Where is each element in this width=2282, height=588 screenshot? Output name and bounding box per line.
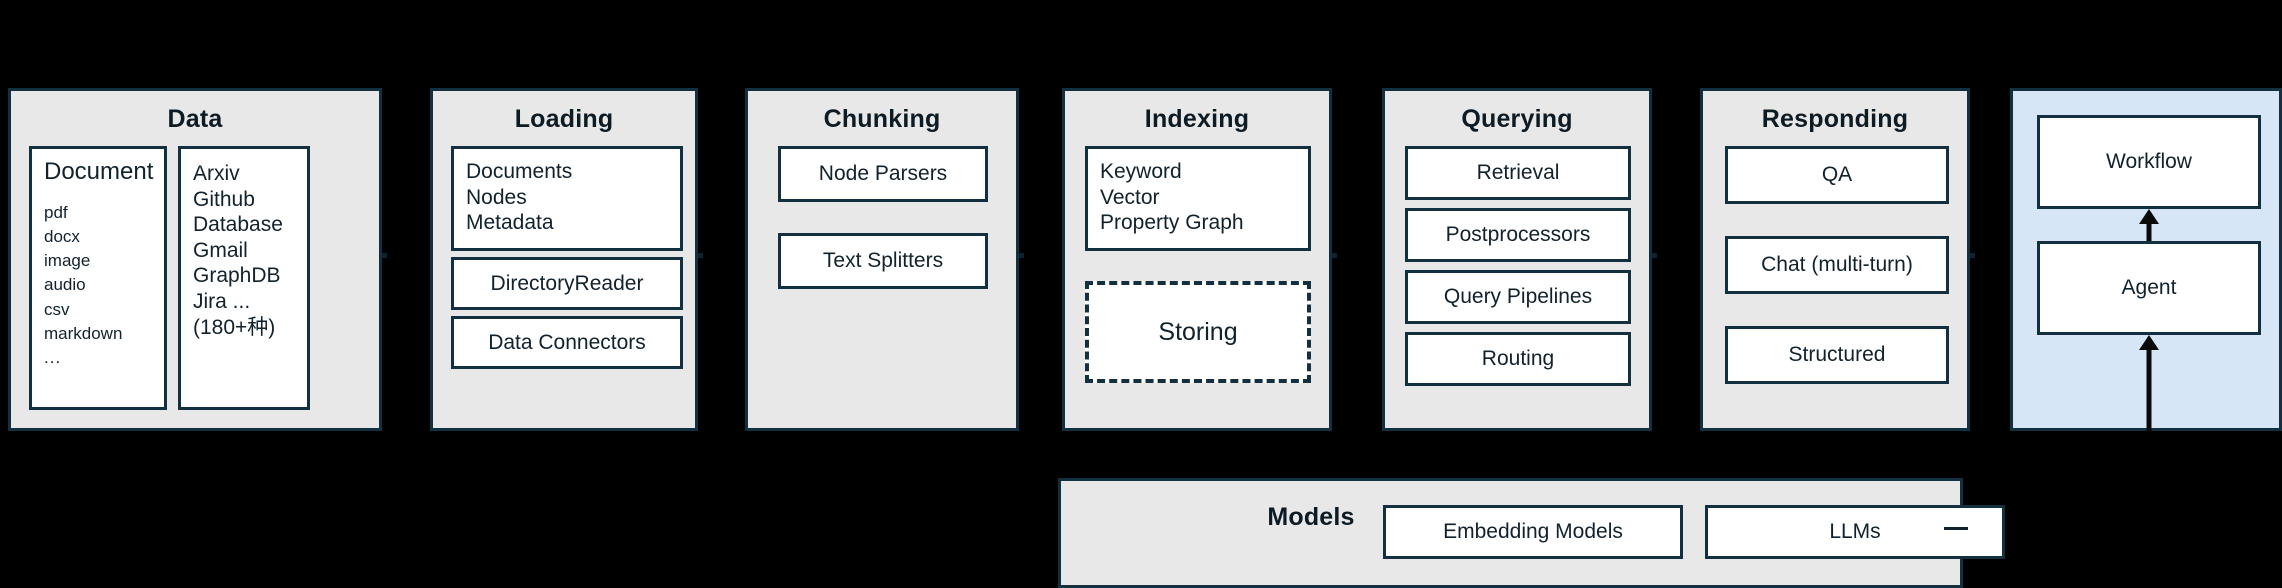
box-query-pipelines-label: Query Pipelines <box>1443 285 1593 308</box>
connector-jira: Jira ... <box>193 290 251 314</box>
box-directory-reader[interactable]: DirectoryReader <box>451 257 683 310</box>
connector-count: (180+种) <box>193 315 276 339</box>
loading-item-nodes: Nodes <box>466 185 527 209</box>
stage-panel-loading[interactable]: Loading Documents Nodes Metadata Directo… <box>430 88 698 431</box>
index-item-property-graph: Property Graph <box>1100 211 1244 235</box>
box-agent[interactable]: Agent <box>2037 241 2261 335</box>
box-chat-label: Chat (multi-turn) <box>1761 253 1913 276</box>
connector-chunking-indexing <box>1019 253 1024 258</box>
box-routing-label: Routing <box>1481 347 1555 370</box>
box-qa-label: QA <box>1821 163 1853 186</box>
connector-responding-orchestration <box>1970 253 1975 258</box>
doc-item-ellipsis: ... <box>44 347 62 367</box>
box-llms-label: LLMs <box>1829 520 1881 543</box>
connector-arxiv: Arxiv <box>193 162 240 185</box>
panel-title-indexing: Indexing <box>1144 105 1250 133</box>
box-embedding-models-label: Embedding Models <box>1443 520 1623 543</box>
doc-item-audio: audio <box>44 275 86 295</box>
connector-gmail: Gmail <box>193 238 248 262</box>
connector-data-loading <box>382 253 387 258</box>
arrow-models-to-agent <box>2139 335 2159 431</box>
box-retrieval[interactable]: Retrieval <box>1405 146 1631 200</box>
connector-querying-responding <box>1652 253 1657 258</box>
stage-panel-models[interactable]: Models Embedding Models LLMs <box>1058 478 2005 588</box>
index-item-keyword: Keyword <box>1100 160 1182 183</box>
connector-github: Github <box>193 187 255 211</box>
loading-item-metadata: Metadata <box>466 211 554 235</box>
box-workflow-label: Workflow <box>2106 150 2192 173</box>
connector-loading-chunking <box>698 253 703 258</box>
box-text-splitters-label: Text Splitters <box>822 249 944 272</box>
box-retrieval-label: Retrieval <box>1476 161 1560 184</box>
stage-panel-data[interactable]: Data Document pdf docx image audio csv m… <box>8 88 382 431</box>
box-storing-label: Storing <box>1158 317 1238 346</box>
panel-title-models: Models <box>1267 503 1355 531</box>
box-embedding-models[interactable]: Embedding Models <box>1383 505 1683 559</box>
arrow-agent-to-workflow <box>2139 209 2159 241</box>
diagram-canvas: Data Document pdf docx image audio csv m… <box>8 88 2282 588</box>
doc-item-image: image <box>44 251 91 271</box>
panel-title-loading: Loading <box>514 105 614 133</box>
panel-title-chunking: Chunking <box>823 105 941 133</box>
doc-item-pdf: pdf <box>44 203 68 222</box>
box-data-connectors-label: Data Connectors <box>488 330 646 354</box>
box-documents-nodes-metadata[interactable]: Documents Nodes Metadata <box>451 146 683 251</box>
panel-title-data: Data <box>167 105 223 133</box>
box-workflow[interactable]: Workflow <box>2037 115 2261 209</box>
doc-item-csv: csv <box>44 299 70 319</box>
box-data-connectors[interactable]: Data Connectors <box>451 316 683 369</box>
connector-database: Database <box>193 213 283 237</box>
stage-panel-responding[interactable]: Responding QA Chat (multi-turn) Structur… <box>1700 88 1970 431</box>
box-query-pipelines[interactable]: Query Pipelines <box>1405 270 1631 324</box>
connector-indexing-querying <box>1332 253 1337 258</box>
box-postprocessors[interactable]: Postprocessors <box>1405 208 1631 262</box>
panel-title-querying: Querying <box>1461 105 1573 133</box>
stage-panel-querying[interactable]: Querying Retrieval Postprocessors Query … <box>1382 88 1652 431</box>
box-text-splitters[interactable]: Text Splitters <box>778 233 988 289</box>
box-structured[interactable]: Structured <box>1725 326 1949 384</box>
connector-graphdb: GraphDB <box>193 264 281 288</box>
panel-title-responding: Responding <box>1761 105 1909 133</box>
box-node-parsers-label: Node Parsers <box>818 162 948 185</box>
box-node-parsers[interactable]: Node Parsers <box>778 146 988 202</box>
box-chat[interactable]: Chat (multi-turn) <box>1725 236 1949 294</box>
box-llms[interactable]: LLMs <box>1705 505 2005 559</box>
doc-item-markdown: markdown <box>44 323 123 343</box>
box-document[interactable]: Document pdf docx image audio csv markdo… <box>29 146 167 410</box>
box-qa[interactable]: QA <box>1725 146 1949 204</box>
box-structured-label: Structured <box>1788 343 1886 366</box>
connector-llms-to-right <box>1944 527 1968 530</box>
box-postprocessors-label: Postprocessors <box>1445 223 1591 246</box>
stage-panel-chunking[interactable]: Chunking Node Parsers Text Splitters <box>745 88 1019 431</box>
box-data-connectors-list[interactable]: Arxiv Github Database Gmail GraphDB Jira… <box>178 146 310 410</box>
box-storing[interactable]: Storing <box>1085 281 1311 383</box>
stage-panel-orchestration[interactable]: Workflow Agent <box>2010 88 2282 431</box>
stage-panel-indexing[interactable]: Indexing Keyword Vector Property Graph S… <box>1062 88 1332 431</box>
doc-item-docx: docx <box>44 227 80 247</box>
box-index-types[interactable]: Keyword Vector Property Graph <box>1085 146 1311 251</box>
box-directory-reader-label: DirectoryReader <box>490 271 644 295</box>
box-agent-label: Agent <box>2121 276 2177 299</box>
index-item-vector: Vector <box>1100 185 1160 209</box>
box-routing[interactable]: Routing <box>1405 332 1631 386</box>
box-document-heading: Document <box>44 158 154 185</box>
loading-item-documents: Documents <box>466 160 573 183</box>
